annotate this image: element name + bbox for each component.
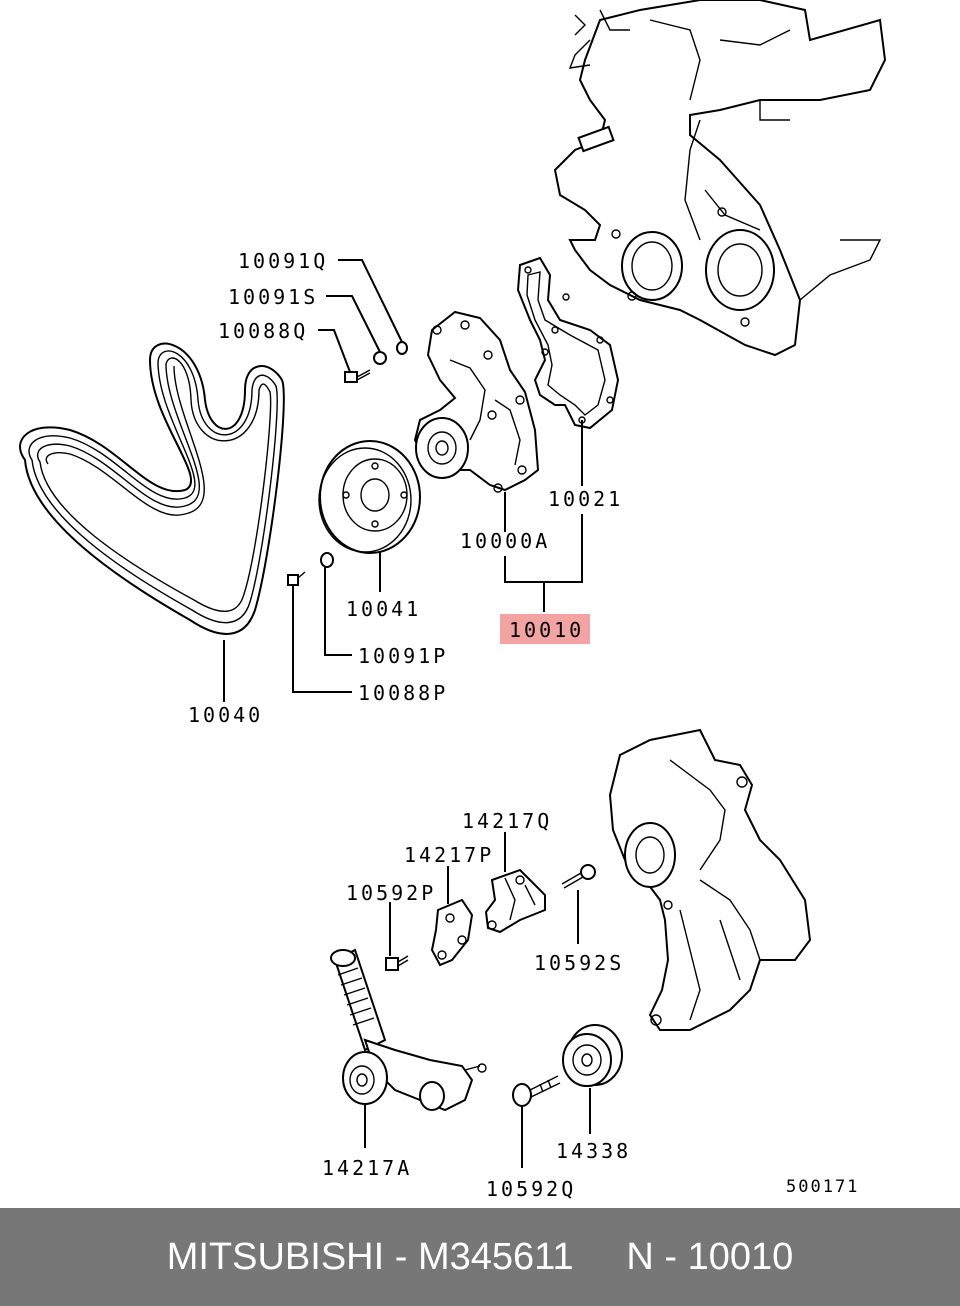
label-10010: 10010 <box>509 618 584 642</box>
label-10592p: 10592P <box>346 881 436 905</box>
label-14217a: 14217A <box>322 1156 412 1180</box>
washer-10091p <box>320 552 334 568</box>
label-10000a: 10000A <box>460 529 550 553</box>
engine-bracket <box>608 728 812 1031</box>
idler-pulley-14338 <box>562 1024 623 1087</box>
drive-belt-10040 <box>19 342 285 635</box>
footer-part-text: MITSUBISHI - M345611 N - 10010 <box>166 1235 794 1278</box>
tensioner-14217a <box>330 948 487 1112</box>
water-pump-10000a <box>413 310 540 493</box>
highlight-box <box>500 614 590 644</box>
label-10040: 10040 <box>188 703 263 727</box>
parts-diagram: 10091Q 10091S 10088Q 10021 10000A 10010 … <box>19 0 887 1201</box>
washer-10091s <box>373 351 387 365</box>
bolt-10592p <box>385 955 409 971</box>
label-10041: 10041 <box>346 597 421 621</box>
engine-block <box>553 0 887 357</box>
label-10592q: 10592Q <box>486 1177 576 1201</box>
bolt-10592q <box>512 1075 561 1107</box>
bracket-14217q <box>484 868 546 934</box>
leader-lines-bottom <box>364 832 591 1168</box>
label-14217p: 14217P <box>404 843 494 867</box>
leader-lines-top <box>223 259 583 702</box>
label-10091p: 10091P <box>358 644 448 668</box>
label-10592s: 10592S <box>534 951 624 975</box>
diagram-code: 500171 <box>786 1177 859 1197</box>
gasket-10021 <box>516 256 620 430</box>
bolt-10088q <box>344 369 371 383</box>
label-10088p: 10088P <box>358 681 448 705</box>
pulley-10041 <box>318 440 421 554</box>
bolt-10592s <box>561 864 596 889</box>
bolt-10088p <box>287 571 306 586</box>
label-14217q: 14217Q <box>462 809 552 833</box>
label-10091s: 10091S <box>228 285 318 309</box>
label-10088q: 10088Q <box>218 319 308 343</box>
bracket-14217p <box>430 898 474 967</box>
label-10021: 10021 <box>548 487 623 511</box>
washer-10091q <box>396 341 408 355</box>
footer-bar: MITSUBISHI - M345611 N - 10010 <box>0 1208 960 1306</box>
label-14338: 14338 <box>556 1139 631 1163</box>
label-10091q: 10091Q <box>238 249 328 273</box>
